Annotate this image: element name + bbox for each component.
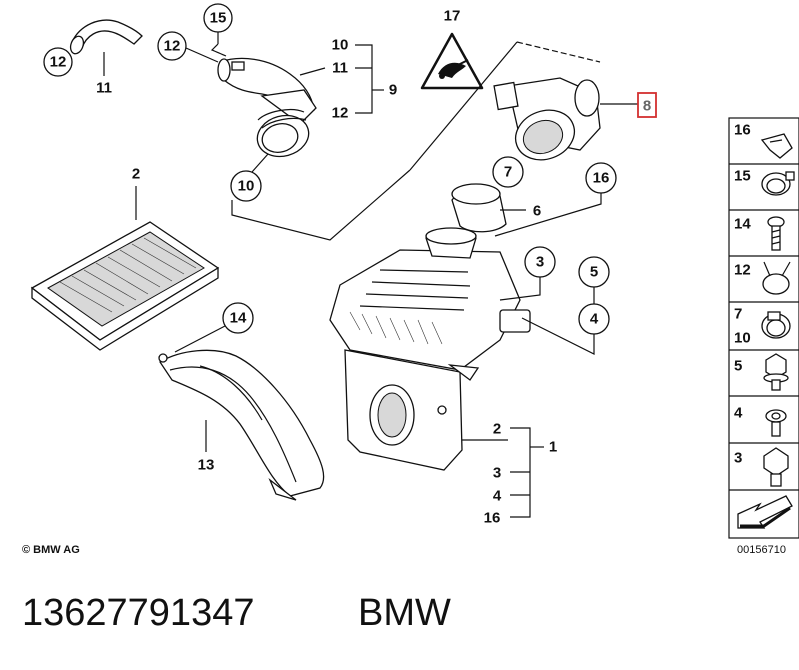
hex-bolt-icon [763, 447, 789, 487]
legend-label-2: 2 [493, 421, 501, 438]
callout-4: 4 [578, 303, 610, 335]
seal-ring-part-6 [451, 183, 507, 233]
svg-text:15: 15 [210, 10, 227, 27]
intake-elbow-part-9 [217, 57, 317, 158]
legend-item-5: 5 [734, 358, 742, 375]
air-filter-housing-part-1 [329, 227, 531, 471]
legend-label-3: 3 [493, 465, 501, 482]
label-13: 13 [198, 457, 215, 474]
svg-text:14: 14 [230, 310, 247, 327]
hardware-legend: 16 15 14 12 7 10 [728, 117, 799, 539]
label-9: 9 [389, 82, 397, 99]
callout-15: 15 [203, 3, 233, 33]
footer-part-number: 13627791347 [22, 592, 254, 634]
spring-band-clamp-icon [762, 261, 791, 295]
flange-screw-icon [765, 409, 787, 437]
warning-triangle-icon [420, 32, 484, 90]
label-17: 17 [444, 8, 461, 25]
spring-clip-icon [760, 133, 793, 159]
callout-14: 14 [222, 302, 254, 334]
label-8[interactable]: 8 [643, 98, 651, 115]
intake-duct-part-13 [158, 349, 325, 501]
legend-label-4: 4 [493, 488, 502, 505]
hose-part-11 [69, 19, 143, 55]
svg-text:12: 12 [50, 54, 67, 71]
callout-12-mid: 12 [157, 31, 187, 61]
svg-text:10: 10 [238, 178, 255, 195]
callout-16: 16 [585, 162, 617, 194]
legend-item-16: 16 [734, 122, 751, 139]
svg-text:4: 4 [590, 311, 599, 328]
callout-7: 7 [492, 156, 524, 188]
callout-10: 10 [230, 170, 262, 202]
legend-item-12: 12 [734, 262, 751, 279]
legend-item-14: 14 [734, 216, 751, 233]
hex-bolt-washer-icon [763, 353, 789, 391]
callout-12-left: 12 [43, 47, 73, 77]
direction-arrow-icon [737, 495, 793, 529]
label-11: 11 [96, 80, 112, 97]
legend-item-3: 3 [734, 450, 742, 467]
callout-3: 3 [524, 246, 556, 278]
svg-text:12: 12 [164, 38, 181, 55]
legend-label-16: 16 [484, 510, 501, 527]
label-6: 6 [533, 203, 541, 220]
legend-item-10: 10 [734, 330, 751, 347]
filter-element-part-2 [30, 221, 220, 351]
worm-clamp-icon [761, 311, 791, 339]
footer-brand: BMW [358, 592, 451, 634]
label-12-top: 12 [332, 105, 349, 122]
hose-clamp-icon [761, 171, 795, 196]
label-10-top: 10 [332, 37, 349, 54]
svg-text:3: 3 [536, 254, 544, 271]
legend-item-7: 7 [734, 306, 742, 323]
label-2: 2 [132, 166, 140, 183]
label-1: 1 [549, 439, 557, 456]
catalog-number: 00156710 [737, 544, 786, 556]
copyright-text: © BMW AG [22, 544, 80, 556]
legend-item-15: 15 [734, 168, 751, 185]
svg-text:7: 7 [504, 164, 512, 181]
screw-icon [767, 216, 785, 251]
svg-text:16: 16 [593, 170, 610, 187]
label-11-top: 11 [332, 60, 348, 77]
callout-5: 5 [578, 256, 610, 288]
air-mass-meter-part-8 [493, 77, 601, 161]
highlight-box [637, 92, 657, 118]
svg-text:5: 5 [590, 264, 598, 281]
legend-item-4: 4 [734, 405, 743, 422]
